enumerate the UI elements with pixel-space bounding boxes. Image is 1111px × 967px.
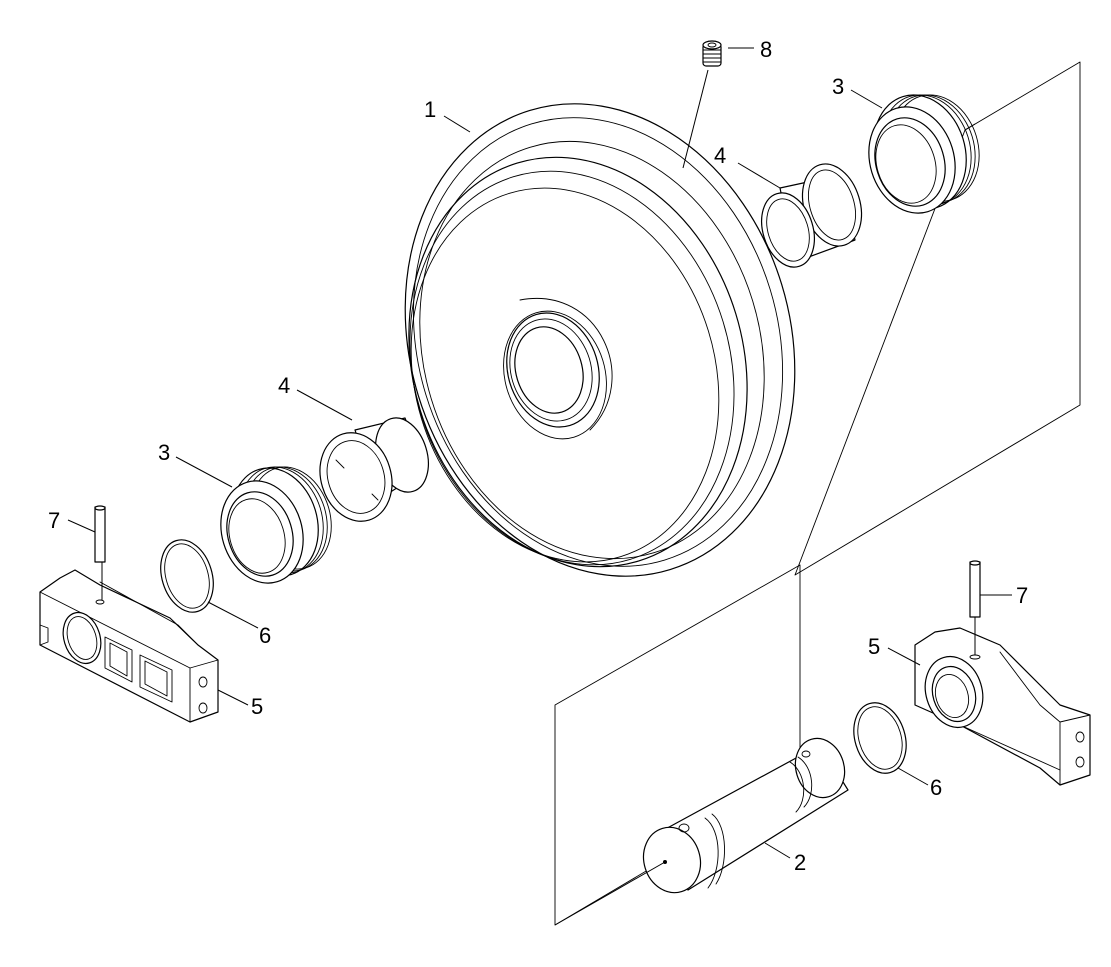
pin-right [969, 560, 981, 618]
leader-lines [67, 47, 1012, 926]
callout-6-left: 6 [259, 623, 271, 648]
callouts: 1 2 3 3 4 4 5 5 6 6 7 7 8 [48, 37, 1028, 875]
idler-wheel [404, 103, 796, 577]
callout-7-right: 7 [1016, 583, 1028, 608]
callout-2: 2 [794, 850, 806, 875]
bushing-upper [761, 163, 863, 268]
support-bracket-left [39, 569, 219, 723]
support-bracket-right [914, 627, 1091, 786]
bushing-left [319, 417, 429, 522]
callout-5-left: 5 [251, 694, 263, 719]
callout-1: 1 [424, 97, 436, 122]
callout-3-upper: 3 [832, 74, 844, 99]
seal-left [220, 466, 332, 584]
upper-assembly-plane [794, 61, 1081, 576]
pin-left [94, 505, 106, 563]
seal-upper [868, 94, 980, 214]
o-ring-right [853, 702, 907, 774]
callout-8: 8 [760, 37, 772, 62]
callout-7-left: 7 [48, 508, 60, 533]
callout-4-left: 4 [278, 373, 290, 398]
callout-4-upper: 4 [714, 143, 726, 168]
shaft [642, 737, 849, 894]
callout-6-right: 6 [930, 775, 942, 800]
callout-3-left: 3 [158, 440, 170, 465]
o-ring-left [160, 539, 214, 613]
callout-5-right: 5 [868, 634, 880, 659]
plug-screw [702, 40, 722, 67]
